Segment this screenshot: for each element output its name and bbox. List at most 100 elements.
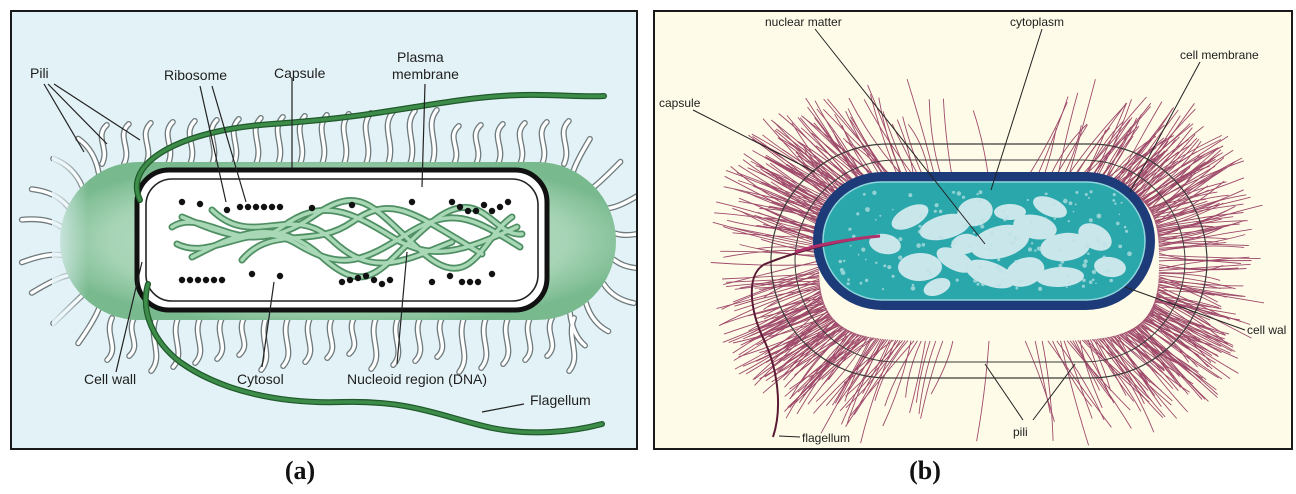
speckle (1034, 249, 1036, 251)
speckle (973, 232, 975, 234)
ribosome (449, 199, 455, 205)
speckle (1092, 279, 1095, 282)
ribosome (409, 199, 415, 205)
speckle (872, 191, 876, 195)
speckle (858, 254, 860, 256)
pilus-highlight (594, 162, 620, 187)
label-nucleoid: Nucleoid region (DNA) (347, 371, 487, 387)
diagram-panel-a: Pili Ribosome Capsule Plasma membrane Ce… (10, 10, 638, 450)
ribosome (489, 271, 495, 277)
speckle (1068, 220, 1070, 222)
pilus (929, 99, 943, 181)
speckle (952, 191, 955, 194)
ribosome (481, 202, 487, 208)
speckle (990, 232, 993, 235)
speckle (1069, 201, 1073, 205)
speckle (1118, 245, 1122, 249)
ribosome (465, 208, 471, 214)
speckle (1096, 238, 1100, 242)
speckle (950, 265, 952, 267)
speckle (981, 282, 985, 286)
speckle (863, 193, 866, 196)
pilus (1061, 341, 1089, 446)
speckle (850, 245, 852, 247)
speckle (839, 260, 843, 264)
ribosome (219, 277, 225, 283)
ribosome (245, 204, 251, 210)
speckle (865, 207, 870, 212)
speckle (957, 191, 961, 195)
speckle (1125, 230, 1128, 233)
pilus (1064, 341, 1092, 419)
label-capsule-b: capsule (659, 96, 701, 110)
speckle (936, 287, 938, 289)
speckle (1072, 239, 1076, 243)
speckle (1058, 264, 1062, 268)
speckle (956, 279, 959, 282)
speckle (893, 240, 895, 242)
speckle (1066, 286, 1068, 288)
label-cell-wall-b: cell wal (1247, 323, 1286, 337)
ribosome (387, 277, 393, 283)
speckle (856, 212, 859, 215)
ribosome (459, 279, 465, 285)
speckle (883, 264, 886, 267)
speckle (865, 259, 867, 261)
speckle (875, 262, 877, 264)
ribosome (363, 273, 369, 279)
speckle (841, 270, 846, 275)
speckle (1089, 280, 1093, 284)
speckle (978, 265, 982, 269)
pilus (1025, 341, 1054, 422)
speckle (847, 278, 850, 281)
speckle (1045, 193, 1048, 196)
speckle (1002, 210, 1005, 213)
speckle (1121, 202, 1123, 204)
bacterium-diagram-a: Pili Ribosome Capsule Plasma membrane Ce… (12, 12, 638, 450)
speckle (1014, 260, 1018, 264)
speckle (1000, 284, 1002, 286)
label-flagellum: Flagellum (530, 392, 591, 408)
speckle (1124, 226, 1127, 229)
ribosome (467, 279, 473, 285)
speckle (1127, 251, 1132, 256)
ribosome (347, 277, 353, 283)
ribosome (203, 277, 209, 283)
ribosome (447, 273, 453, 279)
caption-a: (a) (260, 456, 340, 486)
speckle (892, 209, 894, 211)
speckle (939, 210, 943, 214)
speckle (934, 210, 937, 213)
speckle (1084, 259, 1088, 263)
bacterium-diagram-b: nuclear matter cytoplasm cell membrane c… (655, 12, 1293, 450)
speckle (922, 243, 926, 247)
speckle (938, 235, 942, 239)
speckle (1114, 203, 1116, 205)
nuclear-blob (994, 204, 1026, 220)
speckle (996, 285, 998, 287)
ribosome (211, 277, 217, 283)
pilus (943, 99, 952, 181)
speckle (1019, 279, 1023, 283)
speckle (1053, 228, 1055, 230)
ribosome (224, 207, 230, 213)
speckle (979, 190, 983, 194)
speckle (916, 243, 921, 248)
speckle (1112, 199, 1115, 202)
label-cell-wall: Cell wall (84, 371, 136, 387)
ribosome (339, 279, 345, 285)
speckle (882, 288, 884, 290)
speckle (964, 224, 968, 228)
speckle (923, 213, 925, 215)
speckle (1103, 242, 1106, 245)
speckle (918, 230, 922, 234)
ribosome (475, 279, 481, 285)
speckle (908, 193, 912, 197)
speckle (1042, 270, 1044, 272)
pilus (906, 341, 922, 398)
speckle (887, 248, 889, 250)
speckle (875, 219, 877, 221)
speckle (848, 228, 851, 231)
speckle (973, 279, 977, 283)
speckle (977, 283, 980, 286)
